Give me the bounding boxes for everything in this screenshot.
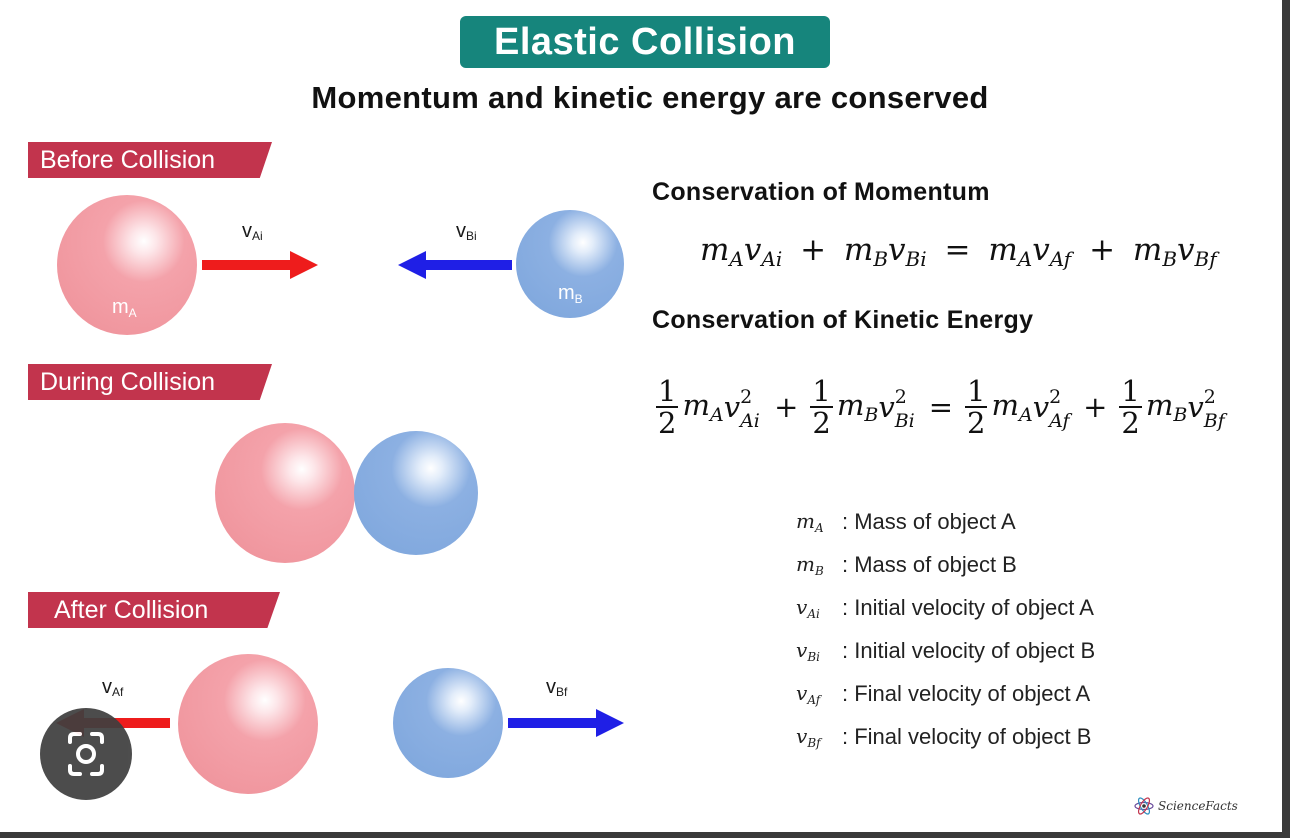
legend-item: vBf : Final velocity of object B: [796, 715, 1095, 758]
frame-edge-right: [1282, 0, 1290, 838]
velocity-b-initial-arrow: [398, 251, 512, 279]
during-collision-banner: During Collision: [28, 364, 272, 400]
legend-symbol: vAi: [796, 594, 820, 621]
ball-a-after: [178, 654, 318, 794]
ball-b-before: [516, 210, 624, 318]
title-badge: Elastic Collision: [460, 16, 830, 68]
legend-item: vBi : Initial velocity of object B: [796, 629, 1095, 672]
logo-text: ScienceFacts: [1158, 799, 1238, 813]
legend-symbol: mB: [796, 551, 824, 578]
velocity-a-initial-label: vAi: [242, 220, 263, 243]
mass-a-label-before: mA: [112, 296, 137, 320]
velocity-b-final-label: vBf: [546, 676, 568, 699]
before-collision-banner: Before Collision: [28, 142, 272, 178]
legend-symbol: vBi: [796, 637, 820, 664]
subtitle: Momentum and kinetic energy are conserve…: [311, 80, 989, 115]
ball-a-during: [215, 423, 355, 563]
legend-text: : Final velocity of object A: [842, 680, 1091, 706]
ball-b-after: [393, 668, 503, 778]
legend-symbol: vBf: [796, 723, 821, 750]
energy-heading: Conservation of Kinetic Energy: [652, 306, 1034, 334]
legend-symbol: vAf: [796, 680, 821, 707]
after-collision-banner: After Collision: [28, 592, 280, 628]
atom-icon: [1134, 797, 1154, 815]
ball-b-during: [354, 431, 478, 555]
lens-button[interactable]: [40, 708, 132, 800]
legend-item: vAf : Final velocity of object A: [796, 672, 1095, 715]
frame-edge-bottom: [0, 832, 1290, 838]
legend-text: : Mass of object B: [842, 551, 1017, 577]
legend-item: mB : Mass of object B: [796, 543, 1095, 586]
velocity-a-final-label: vAf: [102, 676, 124, 699]
legend-text: : Mass of object A: [842, 508, 1016, 534]
legend-symbol: mA: [796, 508, 824, 535]
legend-item: mA : Mass of object A: [796, 500, 1095, 543]
camera-lens-icon: [68, 732, 104, 776]
momentum-heading: Conservation of Momentum: [652, 178, 990, 206]
mass-b-label-before: mB: [558, 282, 583, 306]
velocity-a-initial-arrow: [202, 251, 318, 279]
legend-text: : Final velocity of object B: [842, 723, 1092, 749]
momentum-equation: mAvAi + mBvBi = mAvAf + mBvBf: [700, 232, 1217, 271]
velocity-b-final-arrow: [508, 709, 624, 737]
legend-text: : Initial velocity of object B: [842, 637, 1096, 663]
legend-item: vAi : Initial velocity of object A: [796, 586, 1095, 629]
velocity-b-initial-label: vBi: [456, 220, 477, 243]
ball-a-before: [57, 195, 197, 335]
sciencefacts-logo: ScienceFacts: [1134, 796, 1238, 816]
variable-legend: mA : Mass of object A mB : Mass of object …: [796, 500, 1095, 758]
legend-text: : Initial velocity of object A: [842, 594, 1094, 620]
